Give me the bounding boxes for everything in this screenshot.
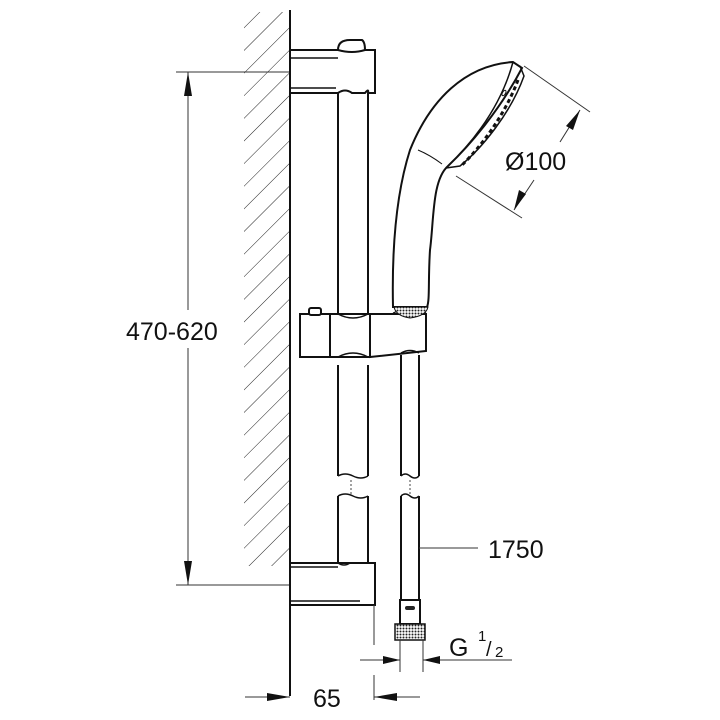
thread-dimension: G 1 / 2: [360, 628, 512, 672]
thread-fraction-slash: /: [486, 639, 492, 661]
arrow-icon: [514, 190, 526, 210]
arrow-icon: [566, 110, 580, 130]
head-diameter-dimension: Ø100: [455, 65, 591, 219]
thread-fraction-den: 2: [495, 644, 503, 661]
slider-holder: [299, 307, 427, 359]
wall-offset-label: 65: [313, 685, 341, 713]
hand-shower: [391, 60, 525, 319]
shower-hose: [394, 355, 426, 641]
arrow-right-icon: [267, 693, 290, 701]
rail-height-label: 470-620: [126, 318, 218, 346]
hose-length-label: 1750: [488, 536, 544, 564]
bottom-wall-bracket: [289, 562, 376, 606]
arrow-left-icon: [423, 656, 440, 664]
wall: [244, 10, 291, 696]
top-wall-bracket: [289, 39, 376, 94]
arrow-down-icon: [184, 561, 192, 585]
hose-nut-knurled: [394, 623, 426, 641]
rail-height-dimension: 470-620: [126, 71, 290, 586]
arrow-left-icon: [374, 693, 397, 701]
arrow-right-icon: [383, 656, 400, 664]
wall-hatching: [244, 12, 290, 266]
wall-offset-dimension: 65: [245, 605, 420, 713]
arrow-up-icon: [184, 72, 192, 96]
head-diameter-label: Ø100: [505, 148, 566, 176]
thread-fraction-num: 1: [478, 628, 486, 645]
thread-label: G: [449, 634, 468, 662]
hose-length-callout: 1750: [419, 536, 544, 564]
slide-rail: [337, 89, 370, 565]
